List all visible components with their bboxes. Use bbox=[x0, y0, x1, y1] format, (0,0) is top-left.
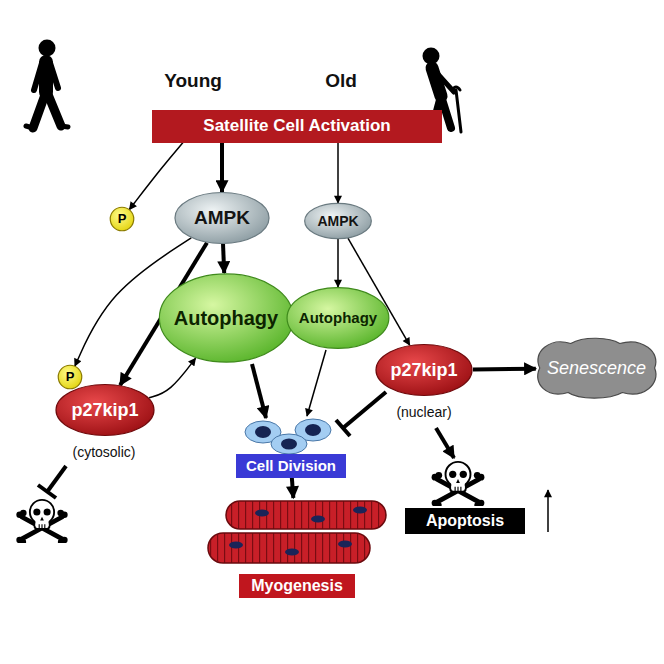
pathway-arrow bbox=[473, 367, 536, 372]
death-skull bbox=[16, 500, 67, 545]
node-text-group: Senescence bbox=[547, 358, 646, 379]
protein-ellipse: AMPK bbox=[304, 203, 372, 239]
node-text-group: Apoptosis bbox=[426, 512, 504, 530]
ellipse-outline bbox=[175, 193, 269, 244]
ellipse-outline bbox=[287, 288, 389, 349]
node-text: Apoptosis bbox=[426, 512, 504, 530]
process-box: Cell Division bbox=[236, 454, 346, 477]
process-ellipse: Autophagy bbox=[286, 287, 390, 349]
node-text-group: P bbox=[66, 370, 75, 385]
node-text: P bbox=[66, 370, 75, 385]
pathway-arrows bbox=[38, 350, 548, 532]
node-text: AMPK bbox=[194, 207, 250, 229]
process-ellipse: Autophagy bbox=[158, 273, 295, 363]
location-label: (nuclear) bbox=[396, 404, 451, 420]
connectors bbox=[75, 143, 536, 499]
process-box: Apoptosis bbox=[405, 508, 525, 534]
node-text: Autophagy bbox=[299, 309, 377, 326]
node-text: p27kip1 bbox=[71, 400, 138, 421]
process-box: Satellite Cell Activation bbox=[152, 110, 442, 143]
node-text: Senescence bbox=[547, 358, 646, 379]
node-text: P bbox=[118, 212, 127, 227]
group-label: Old bbox=[325, 70, 357, 92]
pathway-arrow bbox=[220, 143, 224, 193]
node-text-group: p27kip1 bbox=[390, 360, 457, 381]
cells bbox=[245, 419, 331, 454]
node-text: p27kip1 bbox=[390, 360, 457, 381]
node-text-group: Cell Division bbox=[246, 457, 336, 474]
node-text: Cell Division bbox=[246, 457, 336, 474]
ellipse-outline bbox=[376, 345, 472, 396]
ellipse-outline bbox=[159, 274, 293, 362]
node-text: AMPK bbox=[317, 213, 358, 229]
node-text: Myogenesis bbox=[251, 577, 343, 595]
death-skull bbox=[432, 462, 485, 508]
node-text-group: P bbox=[118, 212, 127, 227]
node-text-group: Myogenesis bbox=[239, 574, 355, 598]
cloud-outline bbox=[538, 338, 656, 398]
outcome-cloud: Senescence bbox=[532, 336, 661, 400]
pathway-arrow bbox=[337, 143, 339, 204]
node-text-group: Autophagy bbox=[299, 309, 377, 326]
group-label: Young bbox=[164, 70, 222, 92]
node-text-group: AMPK bbox=[194, 207, 250, 229]
node-text-group: p27kip1 bbox=[71, 400, 138, 421]
protein-ellipse: p27kip1 bbox=[55, 384, 155, 436]
young-silhouette bbox=[26, 40, 68, 129]
pathway-arrow bbox=[129, 143, 183, 210]
ellipse-outline bbox=[56, 385, 154, 436]
myogenesis-box: Myogenesis bbox=[204, 498, 390, 598]
muscle-fibers bbox=[208, 501, 386, 563]
node-text-group: Satellite Cell Activation bbox=[203, 116, 390, 136]
node-text-group: Autophagy bbox=[174, 307, 278, 330]
pathway-arrow bbox=[149, 358, 195, 398]
ellipse-outline bbox=[305, 203, 372, 238]
location-label: (cytosolic) bbox=[72, 444, 135, 460]
phospho-circle: P bbox=[110, 207, 134, 231]
ellipse-outline bbox=[110, 207, 134, 231]
pathway-arrow bbox=[337, 239, 339, 287]
node-text: Autophagy bbox=[174, 307, 278, 330]
ellipse-outline bbox=[58, 365, 82, 389]
pathway-arrow bbox=[223, 244, 224, 273]
protein-ellipse: AMPK bbox=[174, 192, 270, 244]
protein-ellipse: p27kip1 bbox=[375, 344, 473, 396]
phospho-circle: P bbox=[58, 365, 82, 389]
node-text: Satellite Cell Activation bbox=[203, 116, 390, 136]
node-text-group: AMPK bbox=[317, 213, 358, 229]
pathway-arrow bbox=[292, 478, 293, 498]
